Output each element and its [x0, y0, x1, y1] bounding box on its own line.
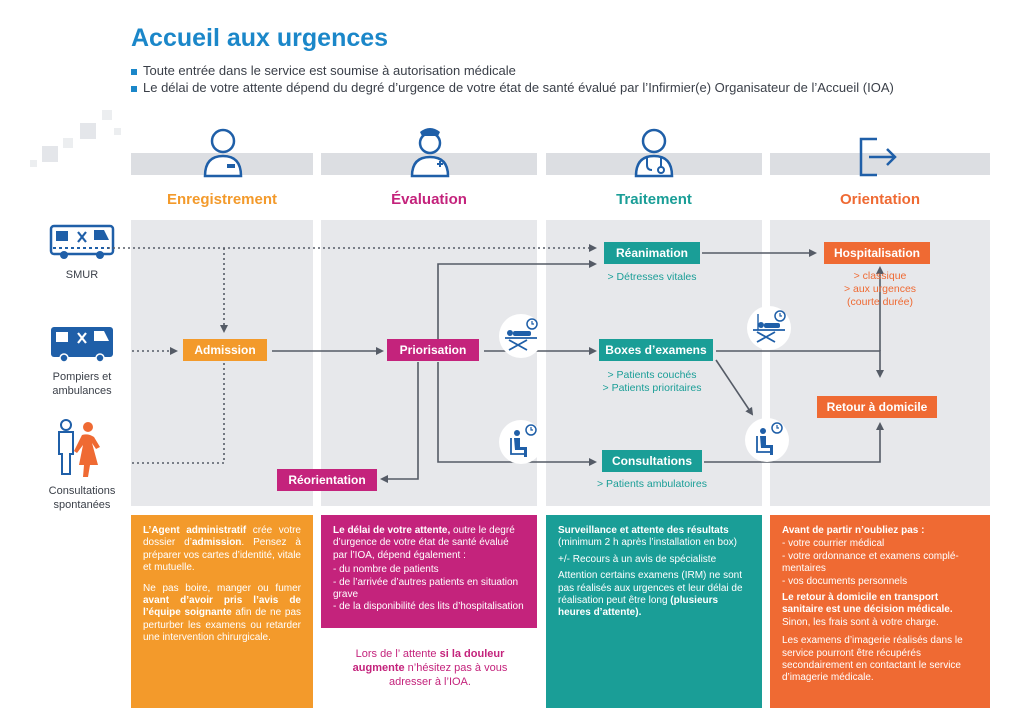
decorative-squares [30, 110, 121, 167]
card-list-item: - vos documents personnels [782, 575, 908, 587]
phase-traitement: Traitement [616, 191, 692, 208]
pain-note: Lors de l’ attente si la douleur augment… [352, 648, 508, 688]
card-text: Les examens d’imagerie réalisés dans le … [782, 635, 963, 684]
walking-people-icon [58, 419, 100, 477]
intro-bullet: Toute entrée dans le service est soumise… [131, 63, 516, 78]
node-retour: Retour à domicile [817, 396, 937, 418]
node-boxes: Boxes d’examens [599, 339, 713, 361]
node-reorientation: Réorientation [277, 469, 377, 491]
node-consultations: Consultations [602, 450, 702, 472]
card-list-item: - du nombre de patients [333, 564, 439, 576]
receptionist-icon [203, 128, 243, 178]
node-admission: Admission [183, 339, 267, 361]
card-text: Ne pas boire, manger ou fumer [143, 582, 301, 594]
doctor-icon [634, 128, 674, 178]
ambulance-icon [49, 224, 115, 259]
card-text: afin de ne pas perturber les examens ou … [143, 607, 301, 644]
stretcher-transport-icon [747, 306, 791, 350]
card-text: +/- Recours à un avis de spécialiste [558, 553, 717, 565]
node-reanimation: Réanimation [604, 242, 700, 264]
card-text: admission [191, 537, 242, 549]
card-text: Le délai de votre attente, [333, 525, 451, 536]
intro-bullet: Le délai de votre attente dépend du degr… [131, 80, 894, 95]
card-evaluation: Le délai de votre attente, outre le degr… [321, 515, 537, 628]
node-hospitalisation: Hospitalisation [824, 242, 930, 264]
column-body [131, 220, 313, 506]
note-hosp-3: (courte durée) [847, 296, 913, 308]
card-list-item: - de la disponibilité des lits d’hospita… [333, 601, 524, 613]
card-text: Attention certains examens (IRM) ne sont… [558, 570, 743, 607]
phase-evaluation: Évaluation [391, 191, 467, 208]
note-consultations: > Patients ambulatoires [596, 478, 708, 490]
card-text: (plusieurs heures d’attente). [558, 595, 719, 619]
note-boxes-2: > Patients prioritaires [602, 382, 702, 394]
source-pompiers: Pompiers et ambulances [52, 371, 112, 397]
card-text: L’Agent administratif [143, 525, 247, 536]
card-enregistrement: L’Agent administratif crée votre dossier… [131, 515, 313, 708]
card-text: Le retour à domicile en transport sanita… [782, 592, 953, 616]
card-text: crée votre dossier d’ [143, 525, 301, 549]
card-text: outre le degré d’urgence de votre état d… [333, 525, 515, 561]
note-reanimation: > Détresses vitales [607, 271, 697, 283]
column-band [770, 153, 990, 175]
card-text: Sinon, les frais sont à votre charge. [782, 616, 939, 628]
card-text: Avant de partir n’oubliez pas : [782, 525, 925, 536]
phase-orientation: Orientation [839, 191, 920, 208]
source-smur: SMUR [65, 269, 99, 281]
nurse-icon [410, 128, 450, 178]
card-traitement: Surveillance et attente des résultats(mi… [546, 515, 762, 708]
column-body [321, 220, 537, 506]
card-orientation: Avant de partir n’oubliez pas : - votre … [770, 515, 990, 708]
card-list-item: - votre ordonnance et examens complé-men… [782, 550, 959, 575]
waiting-seat-icon [745, 418, 789, 462]
card-list-item: - votre courrier médical [782, 538, 885, 550]
stretcher-icon [499, 314, 543, 358]
waiting-seat-icon [499, 420, 543, 464]
note-boxes-1: > Patients couchés [607, 369, 697, 381]
card-text: . Pensez à préparer vos cartes d’identit… [143, 537, 301, 574]
phase-enregistrement: Enregistrement [166, 191, 278, 208]
card-list-item: - de l’arrivée d’autres patients en situ… [333, 576, 519, 601]
note-hosp-2: > aux urgences [843, 283, 917, 295]
node-priorisation: Priorisation [387, 339, 479, 361]
exit-icon [859, 137, 897, 177]
card-text: avant d’avoir pris l’avis de l’équipe so… [143, 595, 301, 619]
note-hosp-1: > classique [853, 270, 907, 282]
fire-ambulance-icon [51, 327, 113, 363]
card-text: Surveillance et attente des résultats [558, 525, 729, 536]
page-title: Accueil aux urgences [131, 24, 389, 52]
source-consultations: Consultations spontanées [48, 485, 116, 511]
card-text: (minimum 2 h après l’installation en box… [558, 537, 737, 549]
